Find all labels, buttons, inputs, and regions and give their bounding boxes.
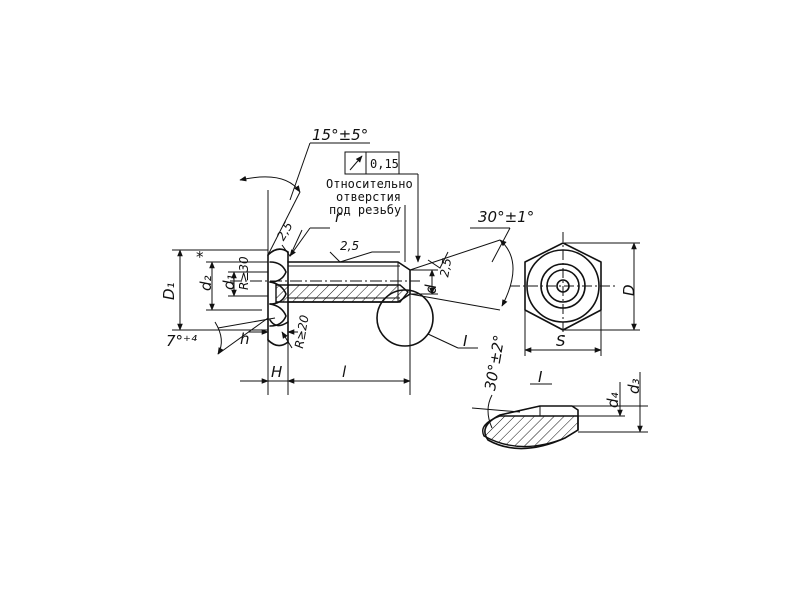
- left-dimensions: D₁ d₂ * d₁: [160, 248, 268, 331]
- section-mark: I: [463, 332, 468, 350]
- hex-end-view: D S: [510, 232, 640, 356]
- note-line-3: под резьбу: [329, 203, 401, 217]
- d1-label: d₁: [220, 274, 238, 290]
- bottom-dimensions: H l: [240, 363, 411, 384]
- d2-label: d₂: [197, 275, 215, 291]
- radius-r: r: [289, 208, 342, 257]
- h-label: h: [240, 330, 250, 348]
- angle-30-label: 30°±1°: [478, 208, 534, 226]
- roughness-3: 2,5: [437, 257, 454, 278]
- detail-view: I 30°±2° d₄ d₃: [471, 334, 648, 450]
- roughness-1: 2,5: [274, 219, 296, 243]
- angle-30b-label: 30°±2°: [481, 334, 508, 392]
- angle-7-label: 7°⁺⁴: [166, 332, 197, 350]
- note-line-1: Относительно: [326, 177, 413, 191]
- D1-label: D₁: [160, 282, 178, 300]
- d4-label: d₄: [604, 392, 622, 408]
- angle-7: 7°⁺⁴: [166, 317, 276, 355]
- section-leader: I: [427, 332, 478, 350]
- roughness-2: 2,5: [340, 239, 359, 253]
- detail-title: I: [538, 368, 543, 386]
- runout-arrow-icon: [349, 155, 363, 171]
- note-line-2: отверстия: [336, 190, 401, 204]
- r-label: r: [335, 208, 342, 226]
- roughness-marks: 2,5 2,5 2,5: [274, 219, 454, 278]
- l-label: l: [342, 363, 347, 381]
- D-label: D: [620, 284, 638, 296]
- d-label: d: [422, 284, 440, 294]
- angle-15-label: 15°±5°: [312, 126, 368, 144]
- H-label: H: [271, 363, 282, 381]
- d-dimension: d: [410, 269, 440, 295]
- angle-30: 30°±1°: [409, 208, 534, 311]
- d3-label: d₃: [625, 378, 643, 394]
- S-label: S: [556, 332, 566, 350]
- angle-dimension-15: 15°±5°: [239, 126, 370, 256]
- radius-20: R≥20: [281, 314, 312, 350]
- h-dimension: h: [240, 329, 298, 348]
- tolerance-value: 0,15: [370, 157, 399, 171]
- tolerance-frame: 0,15 Относительно отверстия под резьбу: [326, 151, 421, 263]
- bolt-side-view: [230, 190, 434, 395]
- star-label: *: [196, 248, 204, 266]
- radius-20-label: R≥20: [292, 314, 312, 350]
- radius-30-label: R≥30: [237, 256, 251, 290]
